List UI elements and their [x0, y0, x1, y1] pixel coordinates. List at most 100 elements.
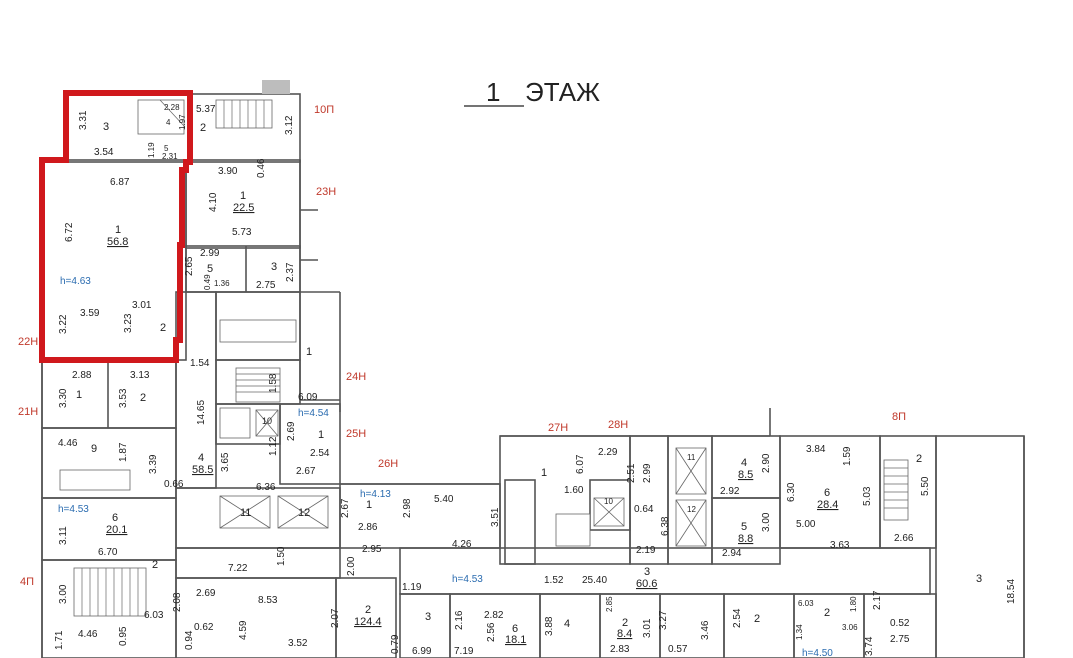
room-number: 2 [916, 453, 922, 465]
room-number: 3 [425, 611, 431, 623]
dimension: 5.00 [796, 519, 816, 530]
dimension: 3.13 [130, 370, 150, 381]
height-mark: h=4.63 [60, 276, 91, 287]
dimension: 2.69 [196, 588, 216, 599]
dimension: 2.99 [200, 248, 220, 259]
dimension: 3.00 [58, 584, 69, 604]
room-number: 6 [112, 512, 118, 524]
dimension: 4.46 [78, 629, 98, 640]
room-area: 8.4 [617, 628, 632, 640]
room-area: 60.6 [636, 578, 657, 590]
dimension: 0.62 [194, 622, 214, 633]
dimension: 4.59 [238, 620, 249, 640]
room-number: 3 [976, 573, 982, 585]
floor-label: ЭТАЖ [525, 77, 600, 107]
dimension: 2.54 [732, 608, 743, 628]
axis-24n: 24Н [346, 371, 366, 383]
dimension: 2.85 [605, 596, 614, 612]
dimension: 3.51 [490, 507, 501, 527]
dimension: 7.19 [454, 646, 474, 657]
axis-10p: 10П [314, 104, 334, 116]
dimension: 2.17 [872, 590, 883, 610]
dimension: 2.51 [626, 463, 637, 483]
dimension: 0.46 [256, 158, 267, 178]
dimension: 6.30 [786, 482, 797, 502]
height-mark: h=4.53 [58, 504, 89, 515]
dimension: 18.54 [1006, 579, 1017, 604]
dimension: 3.27 [658, 610, 669, 630]
axis-26n: 26Н [378, 458, 398, 470]
room-number: 1 [306, 346, 312, 358]
dimension: 4.46 [58, 438, 78, 449]
dimension: 0.94 [184, 630, 195, 650]
room-number: 1 [76, 389, 82, 401]
dimension: 3.01 [132, 300, 152, 311]
dimension: 6.09 [298, 392, 318, 403]
room-area: 18.1 [505, 634, 526, 646]
dimension: 2.69 [286, 421, 297, 441]
dimension: 1.54 [190, 358, 210, 369]
dimension: 1.59 [842, 446, 853, 466]
room-area: 124.4 [354, 616, 382, 628]
dimension: 2.00 [346, 556, 357, 576]
dimension: 3.74 [864, 636, 875, 656]
dimension: 6.87 [110, 177, 130, 188]
dimension: 2.16 [454, 610, 465, 630]
elevator-label: 11 [240, 507, 251, 519]
axis-labels: 10П 23Н 24Н 25Н 26Н 27Н 28Н 8П 22Н 21Н 4… [18, 104, 906, 588]
floor-number: 1 [486, 77, 500, 107]
dimension: 2.28 [164, 103, 180, 112]
room-number: 1 [240, 190, 246, 202]
dimension: 2.67 [340, 498, 351, 518]
elevator-label: 12 [298, 507, 310, 519]
dimension: 2.95 [362, 544, 382, 555]
room-number: 2 [365, 604, 371, 616]
height-mark: h=4.50 [802, 648, 833, 658]
dimension: 1.60 [564, 485, 584, 496]
dimension: 2.56 [486, 622, 497, 642]
dimension: 2.88 [72, 370, 92, 381]
room-number: 2 [160, 322, 166, 334]
room-number: 4 [741, 457, 747, 469]
dimension: 1.58 [268, 373, 279, 393]
dimension: 1.87 [118, 442, 129, 462]
room-number: 2 [200, 122, 206, 134]
height-marks: h=4.63 h=4.54 h=4.13 h=4.53 h=4.53 h=4.5… [58, 276, 833, 658]
room-area: 28.4 [817, 499, 838, 511]
dimension: 3.23 [123, 313, 134, 333]
dimension: 3.22 [58, 314, 69, 334]
dimension: 3.59 [80, 308, 100, 319]
dimension: 0.49 [203, 274, 212, 290]
dimension: 2.29 [598, 447, 618, 458]
dimension: 14.65 [196, 400, 207, 425]
dimension: 3.39 [148, 454, 159, 474]
highlighted-unit-outline [39, 90, 193, 363]
dimension: 2.67 [296, 466, 316, 477]
room-number: 3 [271, 261, 277, 273]
dimension: 3.63 [830, 540, 850, 551]
dimension: 2.07 [330, 608, 341, 628]
dimension: 2.83 [610, 644, 630, 655]
dimension: 1.97 [178, 114, 187, 130]
room-number: 2 [140, 392, 146, 404]
dimension: 1.71 [54, 630, 65, 650]
dimension: 5.73 [232, 227, 252, 238]
dimension: 0.64 [634, 504, 654, 515]
dimension: 0.52 [890, 618, 910, 629]
room-number: 2 [754, 613, 760, 625]
dimension: 6.03 [144, 610, 164, 621]
dimension: 0.57 [668, 644, 688, 655]
dimension: 3.30 [58, 388, 69, 408]
dimension: 2.98 [402, 498, 413, 518]
dimension: 2.65 [184, 256, 195, 276]
dimension: 6.36 [256, 482, 276, 493]
room-area: 56.8 [107, 236, 128, 248]
small-labels: 11 12 11 12 10 3 4 2 2 2 [152, 416, 830, 630]
axis-21n: 21Н [18, 406, 38, 418]
room-area: 22.5 [233, 202, 254, 214]
dimension: 1.12 [268, 436, 279, 456]
dimension: 6.07 [575, 454, 586, 474]
dimension: 6.03 [798, 599, 814, 608]
dimension: 1.36 [214, 279, 230, 288]
dimension: 0.95 [118, 626, 129, 646]
